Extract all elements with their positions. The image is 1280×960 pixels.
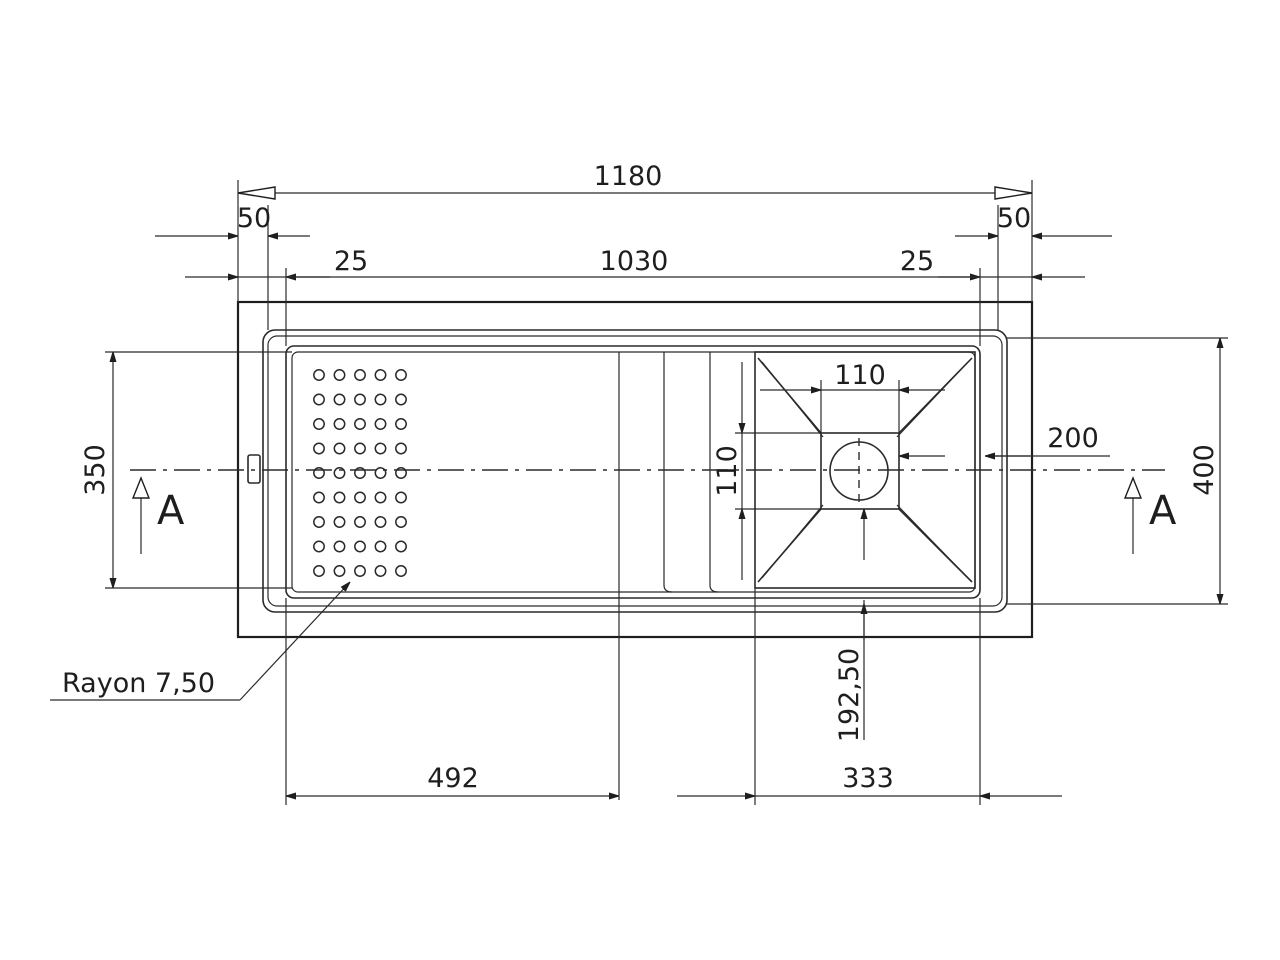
drainer-hole	[354, 369, 366, 381]
sink-bowl-edge	[285, 345, 981, 599]
dim-text-left-rim: 25	[334, 246, 368, 277]
drainer-hole	[354, 540, 366, 553]
drainer-hole	[313, 540, 325, 553]
drainer-hole	[354, 418, 366, 430]
separators	[618, 352, 719, 800]
drainer-hole	[313, 369, 325, 381]
dim-drain-offset-right: 200	[899, 423, 1110, 456]
drainer-hole	[313, 516, 325, 528]
dim-text-inner-length: 1030	[600, 246, 669, 277]
drainer-hole	[333, 393, 346, 406]
overflow-slot	[247, 454, 261, 484]
dim-overall-length: 1180	[237, 161, 1033, 302]
drainer-hole	[354, 491, 366, 504]
drain-square	[820, 432, 900, 510]
sink-rim-outer	[262, 329, 1008, 613]
drainer-hole	[374, 491, 387, 504]
section-label-left: A	[157, 488, 185, 534]
drainer-hole	[354, 393, 366, 406]
drainer-hole	[395, 369, 407, 381]
drainer-holes	[313, 369, 407, 577]
drainer-hole	[333, 442, 346, 455]
drainer-hole	[354, 565, 366, 577]
section-marker-left: A	[131, 476, 185, 554]
drainer-hole	[313, 565, 325, 577]
sink-outline	[236, 300, 1034, 639]
dim-text-inner-depth: 350	[80, 444, 111, 496]
dim-text-drain-offset-front: 192,50	[834, 648, 865, 742]
dim-drain-offset-front: 192,50	[834, 509, 865, 742]
dim-text-drainer-length: 492	[427, 763, 479, 794]
dim-text-drain-width: 110	[834, 360, 886, 391]
dim-bowl-length: 333	[677, 588, 1062, 805]
dim-text-left-edge: 50	[237, 203, 271, 234]
section-marker-right: A	[1123, 476, 1177, 554]
drainer-hole	[374, 540, 387, 553]
drainer-hole	[333, 540, 346, 553]
drainer-hole	[374, 369, 387, 381]
drainer-hole	[395, 540, 407, 553]
drainer-hole	[333, 491, 346, 504]
section-label-right: A	[1149, 488, 1177, 534]
drainer-hole	[374, 418, 387, 430]
drainer-hole	[313, 418, 325, 430]
dim-text-drain-offset-right: 200	[1047, 423, 1099, 454]
dim-rim-row: 25 1030 25	[185, 246, 1085, 346]
drainer-hole	[333, 565, 346, 577]
dim-drainer-length: 492	[285, 598, 619, 805]
drainer-hole	[395, 491, 407, 504]
radius-callout-text: Rayon 7,50	[62, 668, 215, 699]
drainer-hole	[313, 491, 325, 504]
drainer-hole	[395, 516, 407, 528]
dim-text-right-edge: 50	[997, 203, 1031, 234]
dim-drain-width: 110	[760, 360, 945, 433]
drainer-hole	[374, 516, 387, 528]
dim-text-right-rim: 25	[900, 246, 934, 277]
dim-drain-height: 110	[712, 362, 821, 580]
drainer-hole	[395, 418, 407, 430]
drainer-hole	[374, 442, 387, 455]
sink-rim-inner	[267, 335, 1003, 607]
drainer-hole	[374, 565, 387, 577]
dim-text-overall-depth: 400	[1189, 444, 1220, 496]
drainer-hole	[354, 442, 366, 455]
drainer-hole	[333, 418, 346, 430]
drainer-hole	[313, 442, 325, 455]
drainer-hole	[395, 393, 407, 406]
drainer-hole	[374, 393, 387, 406]
drainer-hole	[395, 442, 407, 455]
dim-inner-depth: 350	[80, 351, 292, 589]
dim-text-overall-length: 1180	[594, 161, 663, 192]
drainer-hole	[313, 393, 325, 406]
radius-callout: Rayon 7,50	[50, 582, 350, 701]
drainer-hole	[395, 565, 407, 577]
dim-text-drain-height: 110	[712, 445, 743, 497]
dim-edge-50: 50 50	[155, 203, 1112, 330]
drainer-hole	[333, 369, 346, 381]
dim-text-bowl-length: 333	[842, 763, 894, 794]
drainer-hole	[333, 516, 346, 528]
drainer-hole	[354, 516, 366, 528]
dim-overall-depth: 400	[1007, 337, 1228, 605]
